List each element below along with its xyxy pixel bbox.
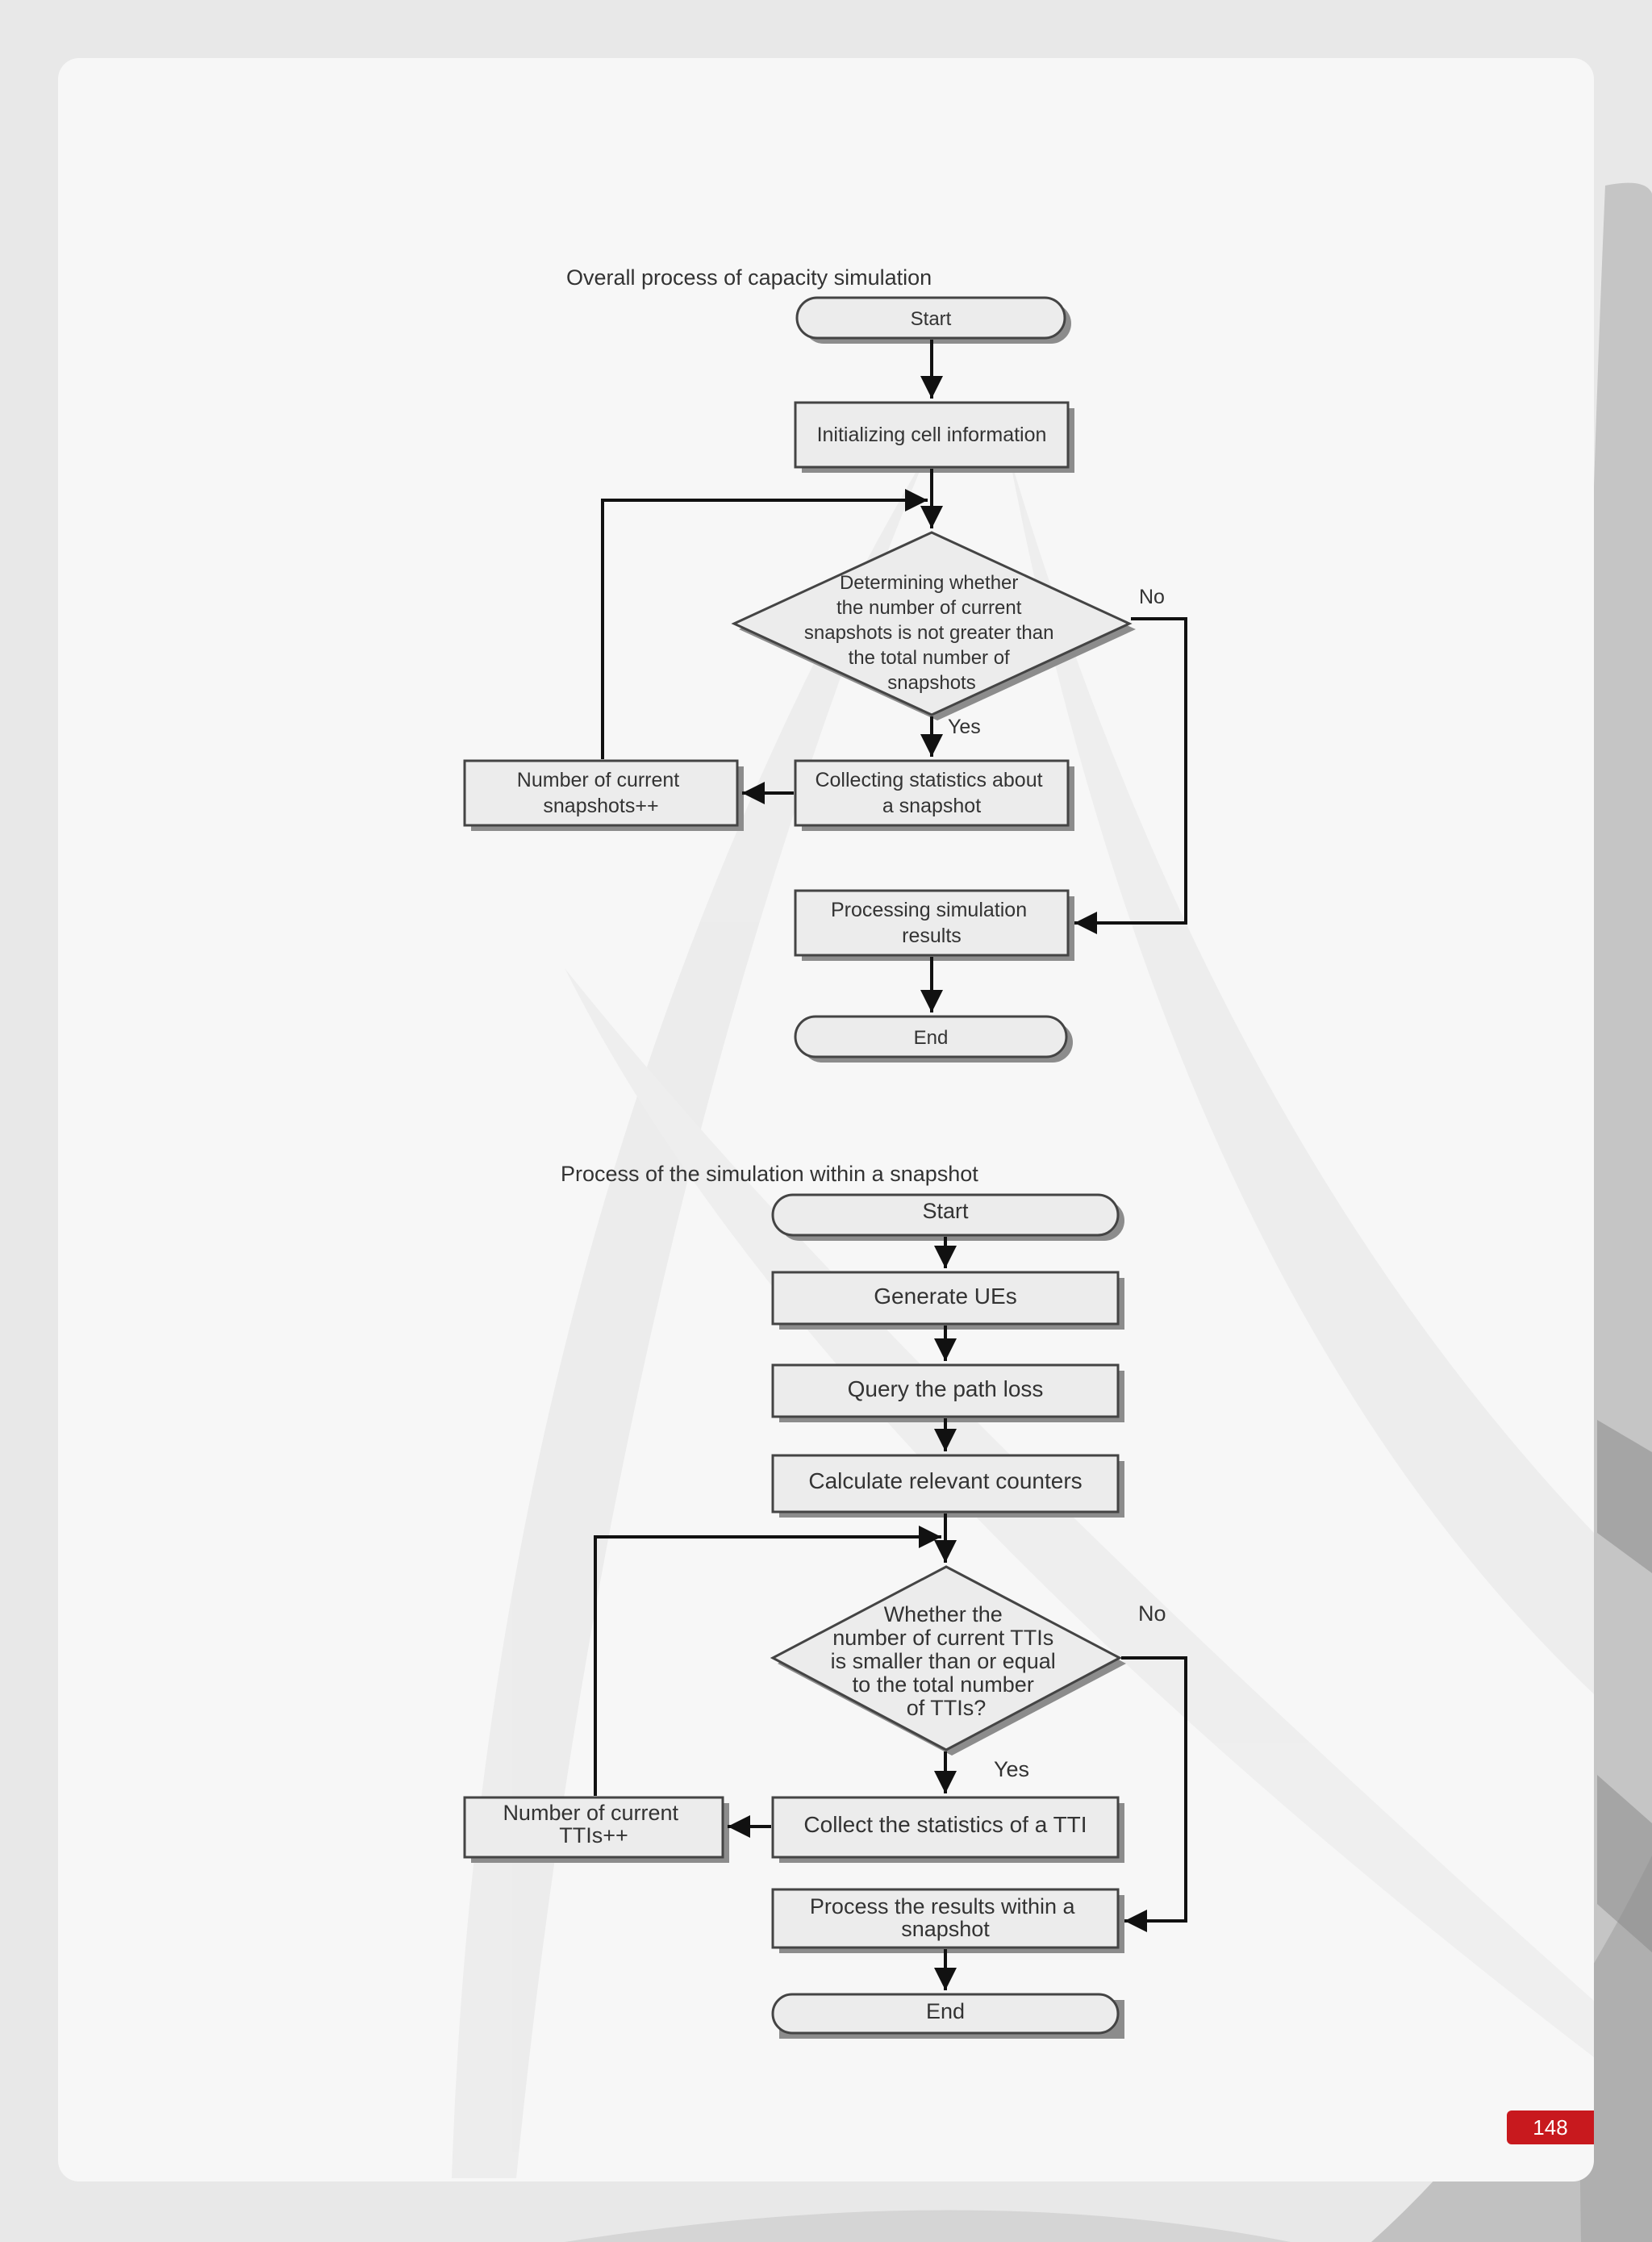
flowchart1-title: Overall process of capacity simulation (566, 265, 932, 290)
fc2-end-node: End (771, 1993, 1124, 2039)
fc1-init-node: Initializing cell information (794, 401, 1074, 473)
fc2-increment-node: Number of current TTIs++ (463, 1796, 729, 1863)
fc1-collect-text: Collecting statistics about a snapshot (815, 769, 1048, 817)
fc1-collect-line: a snapshot (882, 795, 981, 817)
fc2-calculate-label: Calculate relevant counters (808, 1468, 1082, 1493)
fc2-decision-text: Whether the number of current TTIs is sm… (831, 1602, 1062, 1720)
fc2-increment-text: Number of current TTIs++ (503, 1801, 684, 1847)
flowchart-overall-process: Overall process of capacity simulation S… (463, 265, 1187, 1063)
fc1-no-label: No (1139, 586, 1165, 608)
fc2-yes-label: Yes (994, 1757, 1029, 1781)
fc2-generate-label: Generate UEs (874, 1284, 1016, 1309)
fc2-collect-node: Collect the statistics of a TTI (771, 1796, 1124, 1863)
fc1-decision-node: Determining whether the number of curren… (731, 531, 1136, 720)
fc2-decision-line: Whether the (884, 1602, 1003, 1626)
fc1-increment-node: Number of current snapshots++ (463, 759, 744, 831)
page-number-badge: 148 (1507, 2110, 1594, 2144)
fc2-end-label: End (926, 1999, 965, 2023)
fc2-start-node: Start (771, 1193, 1124, 1241)
fc1-collect-line: Collecting statistics about (815, 769, 1042, 791)
fc1-end-node: End (794, 1015, 1073, 1063)
fc1-increment-line: snapshots++ (543, 795, 658, 817)
fc2-edge-no-to-process (1121, 1656, 1187, 1932)
flowchart-snapshot-process: Process of the simulation within a snaps… (463, 1162, 1187, 2039)
fc1-process-text: Processing simulation results (831, 899, 1032, 947)
fc2-query-label: Query the path loss (848, 1376, 1044, 1401)
fc1-increment-line: Number of current (517, 769, 680, 791)
flowchart2-title: Process of the simulation within a snaps… (561, 1162, 978, 1186)
fc1-decision-line: the total number of (849, 647, 1010, 669)
fc2-decision-node: Whether the number of current TTIs is sm… (770, 1565, 1126, 1756)
fc2-no-label: No (1138, 1601, 1166, 1626)
fc2-process-line: Process the results within a (810, 1894, 1076, 1918)
fc2-process-text: Process the results within a snapshot (810, 1894, 1081, 1941)
fc2-decision-line: is smaller than or equal (831, 1649, 1056, 1673)
fc2-process-line: snapshot (901, 1917, 990, 1941)
fc1-init-label: Initializing cell information (817, 424, 1047, 446)
fc2-increment-line: Number of current (503, 1801, 678, 1825)
fc2-edge-loop-back (594, 1526, 941, 1796)
fc1-process-line: results (902, 925, 962, 947)
fc1-decision-line: snapshots is not greater than (804, 622, 1054, 644)
fc1-process-line: Processing simulation (831, 899, 1027, 921)
fc2-query-node: Query the path loss (771, 1363, 1124, 1422)
fc1-edge-loop-back (601, 489, 928, 759)
fc1-edge-no-to-process (1074, 617, 1187, 934)
fc1-decision-line: snapshots (887, 672, 975, 694)
fc1-end-label: End (914, 1027, 949, 1049)
fc1-collect-node: Collecting statistics about a snapshot (794, 759, 1074, 831)
fc1-yes-label: Yes (948, 716, 981, 738)
fc2-collect-label: Collect the statistics of a TTI (803, 1812, 1087, 1837)
fc2-process-node: Process the results within a snapshot (771, 1888, 1124, 1953)
fc2-calculate-node: Calculate relevant counters (771, 1454, 1124, 1518)
card-swoosh-decoration (452, 452, 1594, 2178)
fc1-start-node: Start (795, 296, 1071, 344)
fc2-generate-node: Generate UEs (771, 1271, 1124, 1330)
fc1-process-node: Processing simulation results (794, 889, 1074, 961)
fc1-increment-text: Number of current snapshots++ (517, 769, 685, 817)
fc1-decision-text: Determining whether the number of curren… (804, 572, 1059, 694)
fc2-decision-line: of TTIs? (907, 1696, 987, 1720)
fc2-start-label: Start (922, 1199, 969, 1223)
fc1-decision-line: Determining whether (840, 572, 1018, 594)
fc2-decision-line: to the total number (853, 1672, 1034, 1697)
fc2-decision-line: number of current TTIs (832, 1626, 1053, 1650)
fc1-decision-line: the number of current (836, 597, 1022, 619)
fc1-start-label: Start (911, 308, 952, 330)
fc2-increment-line: TTIs++ (559, 1823, 628, 1847)
